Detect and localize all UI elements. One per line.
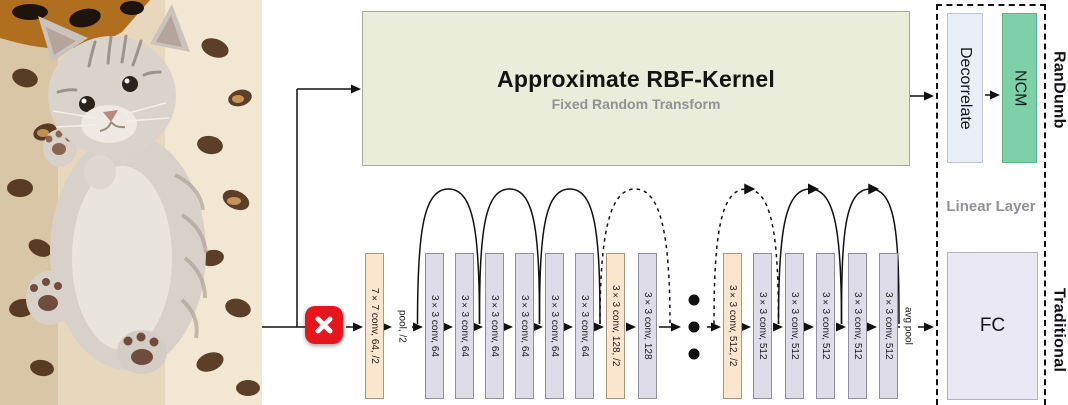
ncm-box: NCM [1002, 13, 1037, 163]
layer-label: 3×3 conv, 128 [642, 292, 653, 360]
layer-label: pool, /2 [396, 309, 408, 343]
layer-label: 3×3 conv, 512 [789, 292, 800, 360]
leopard-spots [7, 38, 260, 396]
ellipsis-dot [688, 348, 700, 360]
fc-box: FC [947, 252, 1038, 400]
layer-label: 3×3 conv, 64 [459, 295, 470, 357]
layer-label: 3×3 conv, 64 [549, 295, 560, 357]
conv-bar: 3×3 conv, 64 [515, 253, 534, 399]
op-label: pool, /2 [394, 253, 410, 399]
ellipsis-dot [688, 321, 700, 333]
layer-label: 3×3 conv, 512 [852, 292, 863, 360]
downsample-conv-bar: 3×3 conv, 512, /2 [723, 253, 742, 399]
conv-bar: 3×3 conv, 64 [545, 253, 564, 399]
conv-bar: 3×3 conv, 64 [425, 253, 444, 399]
layer-label: 3×3 conv, 512 [757, 292, 768, 360]
downsample-conv-bar: 3×3 conv, 128, /2 [606, 253, 625, 399]
rbf-kernel-box: Approximate RBF-Kernel Fixed Random Tran… [362, 11, 910, 166]
fc-label: FC [979, 315, 1006, 336]
layer-label: 3×3 conv, 64 [429, 295, 440, 357]
layer-label: 7×7 conv, 64, /2 [369, 288, 380, 364]
conv-bar: 3×3 conv, 512 [753, 253, 772, 399]
randumb-side-label: RanDumb [1050, 51, 1068, 129]
conv-bar: 3×3 conv, 512 [848, 253, 867, 399]
rbf-kernel-title: Approximate RBF-Kernel [497, 65, 775, 92]
conv-bar: 3×3 conv, 512 [879, 253, 898, 399]
layer-label: 3×3 conv, 512 [820, 292, 831, 360]
layer-label: avg pool [902, 307, 914, 345]
conv-bar: 3×3 conv, 64 [575, 253, 594, 399]
ncm-label: NCM [1011, 69, 1029, 107]
conv-bar: 3×3 conv, 128 [638, 253, 657, 399]
x-icon-glyph [315, 316, 333, 334]
layer-label: 3×3 conv, 64 [579, 295, 590, 357]
decorrelate-label: Decorrelate [957, 46, 974, 130]
output-head-dashed-box [936, 4, 1046, 405]
conv-bar: 3×3 conv, 512 [785, 253, 804, 399]
decorrelate-box: Decorrelate [947, 13, 983, 163]
layer-label: 3×3 conv, 128, /2 [610, 285, 621, 367]
conv-bar: 3×3 conv, 64 [455, 253, 474, 399]
conv-bar: 3×3 conv, 512 [816, 253, 835, 399]
kitten-photo [0, 0, 262, 405]
traditional-side-label: Traditional [1050, 287, 1068, 373]
layer-label: 3×3 conv, 512, /2 [727, 285, 738, 367]
linear-layer-label: Linear Layer [946, 198, 1036, 215]
op-label: avg pool [900, 253, 916, 399]
rbf-kernel-subtitle: Fixed Random Transform [551, 95, 721, 112]
layer-label: 3×3 conv, 64 [489, 295, 500, 357]
x-icon [305, 306, 343, 344]
layer-label: 3×3 conv, 64 [519, 295, 530, 357]
downsample-conv-bar: 7×7 conv, 64, /2 [365, 253, 384, 399]
kitten [26, 4, 208, 374]
conv-bar: 3×3 conv, 64 [485, 253, 504, 399]
layer-label: 3×3 conv, 512 [883, 292, 894, 360]
ellipsis-dot [688, 294, 700, 306]
